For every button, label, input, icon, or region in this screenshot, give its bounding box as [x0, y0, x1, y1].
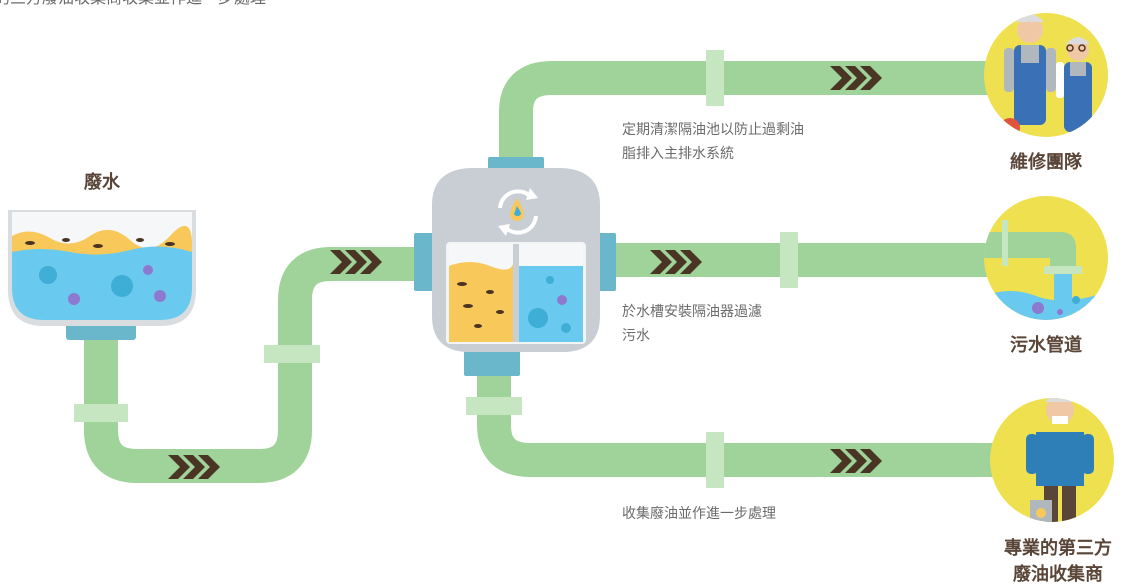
grease-interceptor — [414, 157, 616, 376]
top-pipe — [499, 61, 1000, 165]
source-label: 廢水 — [84, 172, 120, 193]
pipe-joints — [74, 50, 798, 488]
pipe-joint — [706, 432, 724, 488]
destination-sewer-label: 污水管道 — [1010, 335, 1082, 356]
caption-middle-line-2: 污水 — [622, 328, 650, 344]
collector-illustration — [990, 398, 1114, 522]
destination-maintenance-label: 維修團隊 — [1010, 152, 1082, 173]
inlet-pipe — [84, 247, 418, 483]
caption-top-line-1: 定期清潔隔油池以防止過剩油 — [622, 122, 804, 138]
pipe-joint — [706, 50, 724, 106]
destination-collector-label-line-1: 專業的第三方 — [1004, 538, 1112, 559]
caption-bottom: 收集廢油並作進一步處理 — [622, 506, 776, 522]
caption-middle-line-1: 於水槽安裝隔油器過濾 — [622, 304, 762, 320]
bottom-pipe — [477, 375, 1000, 477]
sewer-illustration — [984, 196, 1108, 320]
maintenance-team-illustration — [984, 13, 1108, 137]
caption-top-line-2: 脂排入主排水系統 — [622, 146, 734, 162]
waste-water-tank — [8, 210, 196, 340]
header-text: 的三方廢油收集商收集並作進一步處理 — [0, 0, 266, 10]
pipe-joint — [264, 345, 320, 363]
interceptor-left-connector — [414, 233, 436, 291]
destination-collector-label-line-2: 廢油收集商 — [1013, 564, 1103, 585]
pipe-joint — [74, 404, 128, 422]
tank-water — [12, 246, 192, 320]
recycle-icon — [498, 189, 538, 235]
pipe-joint — [466, 397, 522, 415]
pipe-joint — [780, 232, 798, 288]
